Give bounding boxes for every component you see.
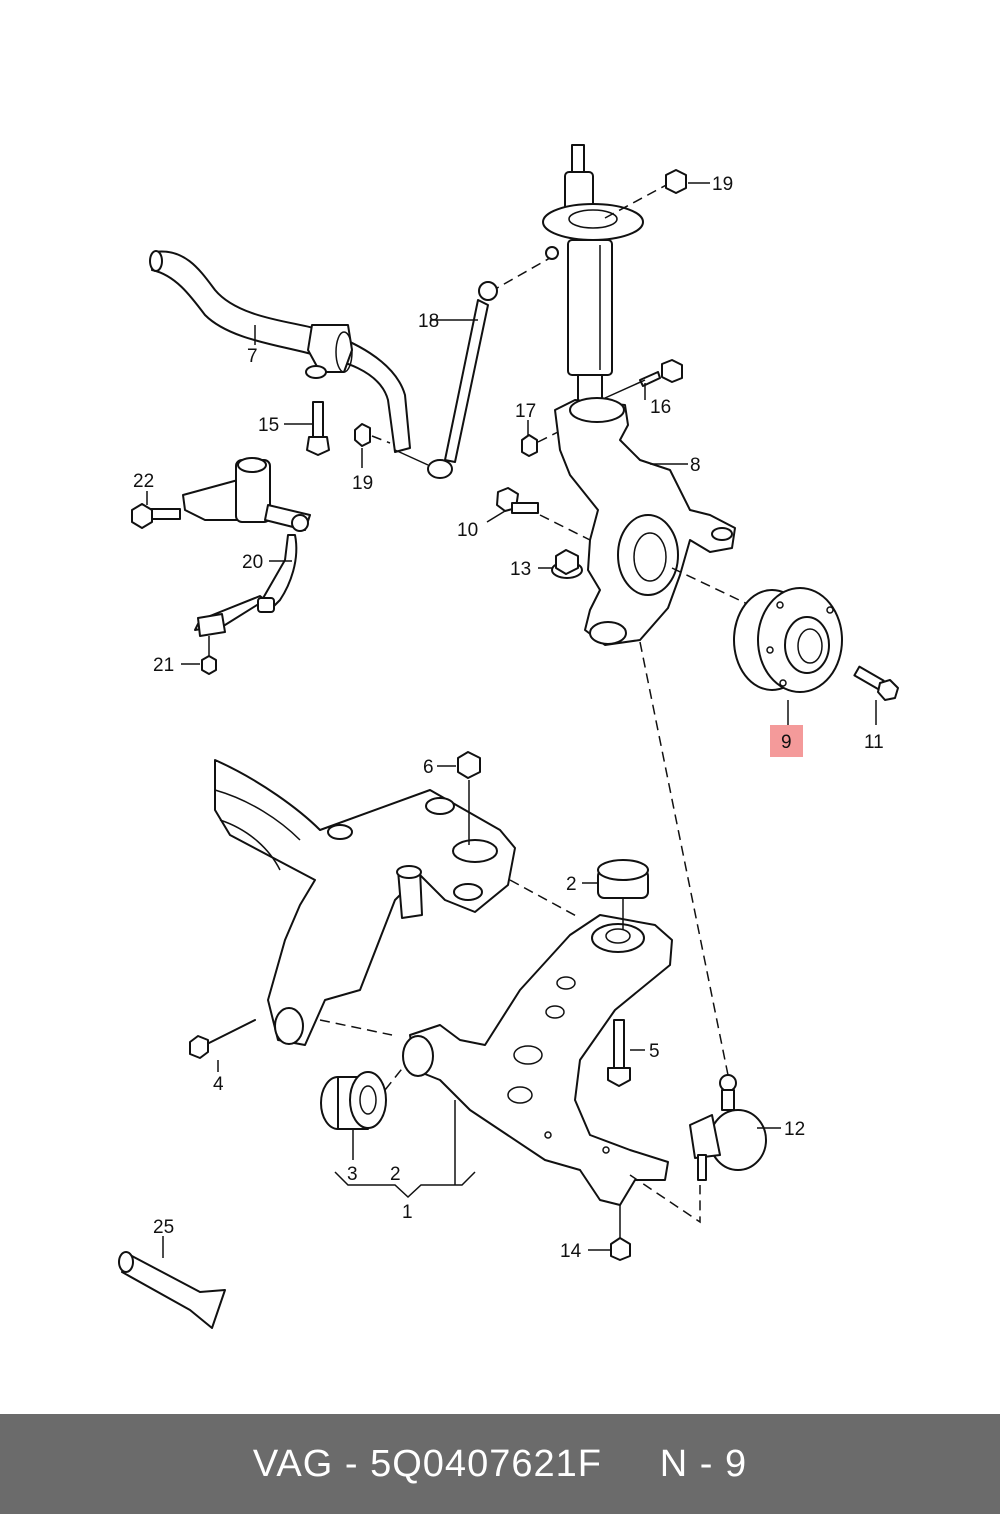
nut-19-stabilizer [354, 423, 391, 447]
wheel-hub [733, 587, 843, 693]
bolt-4 [189, 1019, 256, 1059]
callout-25: 25 [153, 1217, 174, 1238]
bushing-2 [597, 859, 649, 930]
bushing-3 [320, 1064, 406, 1130]
callout-2-arm: 2 [390, 1164, 401, 1185]
callout-6: 6 [423, 757, 434, 778]
bolt-10 [496, 487, 591, 541]
callout-19-bottom: 19 [352, 473, 373, 494]
callout-18: 18 [418, 311, 439, 332]
subframe [214, 759, 516, 1046]
callout-15: 15 [258, 415, 279, 436]
nut-14 [610, 1205, 631, 1261]
callout-21: 21 [153, 655, 174, 676]
bolt-22 [131, 503, 181, 529]
bolt-15 [306, 401, 330, 456]
callout-labels: 19 7 18 15 19 16 17 8 10 13 22 20 21 9 1… [133, 174, 884, 1262]
callout-7: 7 [247, 346, 258, 367]
wheel-bearing-housing [554, 397, 736, 646]
callout-9: 9 [781, 732, 792, 753]
callout-8: 8 [690, 455, 701, 476]
nut-17 [521, 431, 559, 457]
callout-2-bushing: 2 [566, 874, 577, 895]
stabilizer-bar [149, 250, 411, 453]
callout-20: 20 [242, 552, 263, 573]
callout-17: 17 [515, 401, 536, 422]
callout-1: 1 [402, 1202, 413, 1223]
callout-22: 22 [133, 471, 154, 492]
suspension-exploded-diagram: 19 7 18 15 19 16 17 8 10 13 22 20 21 9 1… [118, 144, 899, 1329]
footer-text: VAG - 5Q0407621F N - 9 [252, 1442, 748, 1485]
control-arm [402, 914, 673, 1206]
nut-13 [551, 549, 583, 579]
leader-lines [146, 182, 877, 1258]
highlight-box-part-9 [770, 725, 803, 757]
callout-12: 12 [784, 1119, 805, 1140]
bolt-5 [607, 1019, 631, 1087]
callout-3: 3 [347, 1164, 358, 1185]
callout-11: 11 [864, 732, 884, 753]
nut-19-top [665, 169, 687, 194]
level-sensor [182, 457, 311, 637]
callout-13: 13 [510, 559, 531, 580]
part-number-footer: VAG - 5Q0407621F N - 9 [0, 1414, 1000, 1514]
coupling-rod [394, 281, 498, 479]
callout-14: 14 [560, 1241, 582, 1262]
callout-19-top: 19 [712, 174, 733, 195]
ball-joint [689, 1074, 767, 1181]
callout-16: 16 [650, 397, 671, 418]
callout-5: 5 [649, 1041, 660, 1062]
strut [542, 144, 644, 416]
bolt-16 [604, 359, 683, 399]
nut-6 [457, 751, 481, 845]
nut-21 [201, 636, 217, 675]
bolt-11 [853, 665, 899, 701]
callout-10: 10 [457, 520, 478, 541]
grease-tube [118, 1251, 226, 1329]
callout-4: 4 [213, 1074, 224, 1095]
